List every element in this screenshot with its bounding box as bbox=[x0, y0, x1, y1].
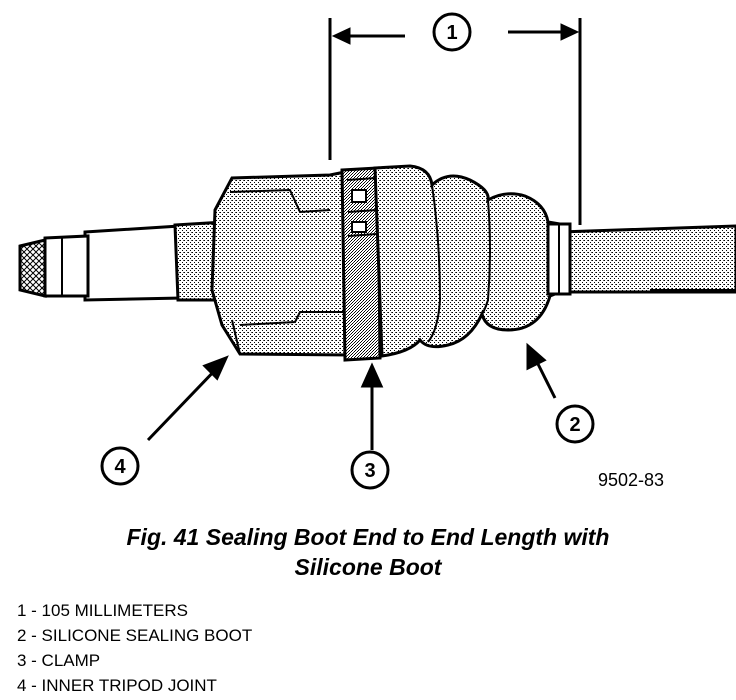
tripod-housing bbox=[210, 170, 352, 357]
callout-4: 4 bbox=[100, 446, 140, 486]
callout-1-text: 1 bbox=[446, 22, 457, 44]
legend-list: 1 - 105 MILLIMETERS 2 - SILICONE SEALING… bbox=[17, 598, 252, 698]
legend-item: 1 - 105 MILLIMETERS bbox=[17, 601, 189, 620]
dimension-105mm bbox=[328, 18, 582, 225]
boot-clamp bbox=[340, 166, 382, 362]
callout-3: 3 bbox=[350, 450, 390, 490]
caption-line-2: Silicone Boot bbox=[294, 554, 442, 580]
callout-3-text: 3 bbox=[364, 460, 375, 482]
figure-code: 9502-83 bbox=[598, 470, 665, 490]
callout-2-text: 2 bbox=[569, 414, 580, 436]
legend-item: 4 - INNER TRIPOD JOINT bbox=[17, 676, 217, 695]
silicone-boot bbox=[373, 164, 572, 358]
caption-line-1: Fig. 41 Sealing Boot End to End Length w… bbox=[126, 524, 610, 550]
callout-4-text: 4 bbox=[114, 456, 126, 478]
legend-item: 2 - SILICONE SEALING BOOT bbox=[17, 626, 253, 645]
leader-arrows bbox=[146, 342, 557, 450]
drive-shaft bbox=[558, 224, 736, 294]
legend-item: 3 - CLAMP bbox=[17, 651, 101, 670]
callout-2: 2 bbox=[555, 404, 595, 444]
figure-caption: Fig. 41 Sealing Boot End to End Length w… bbox=[0, 522, 736, 582]
driveshaft-diagram: 1 2 3 4 bbox=[18, 12, 736, 490]
callout-1: 1 bbox=[432, 12, 472, 52]
stub-shaft bbox=[18, 220, 230, 302]
